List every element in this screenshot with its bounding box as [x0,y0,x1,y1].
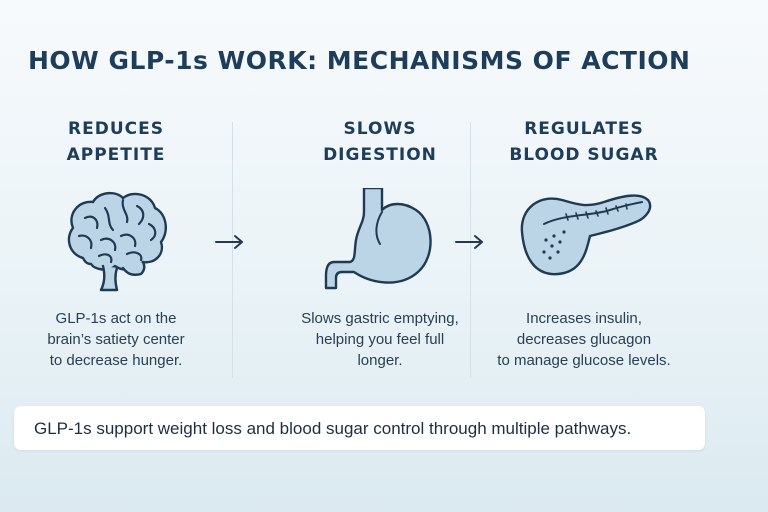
arrow-right-icon [215,235,243,249]
column-divider [232,122,233,378]
page-title: HOW GLP-1s WORK: MECHANISMS OF ACTION [28,46,691,75]
mechanism-description: Slows gastric emptying, helping you feel… [264,308,496,371]
mechanism-heading: REGULATES BLOOD SUGAR [466,116,702,172]
heading-line: SLOWS [343,119,417,139]
pancreas-icon [520,194,652,276]
description-line: Slows gastric emptying, [301,310,459,327]
description-line: GLP-1s act on the [55,310,177,327]
mechanism-description: GLP-1s act on the brain’s satiety center… [0,308,232,371]
summary-box: GLP-1s support weight loss and blood sug… [14,406,705,450]
mechanism-heading: SLOWS DIGESTION [264,116,496,172]
column-divider [470,122,471,378]
description-line: longer. [357,352,403,369]
heading-line: BLOOD SUGAR [509,145,659,165]
brain-icon [67,191,167,292]
stomach-icon [324,188,432,290]
description-line: decreases glucagon [516,331,652,348]
description-line: helping you feel full [315,331,445,348]
mechanism-description: Increases insulin, decreases glucagon to… [466,308,702,371]
description-line: Increases insulin, [526,310,642,327]
mechanism-appetite: REDUCES APPETITE GLP-1s act on the brain… [0,116,232,386]
mechanism-heading: REDUCES APPETITE [0,116,232,172]
mechanism-blood-sugar: REGULATES BLOOD SUGAR Increases insulin, [466,116,702,386]
heading-line: REGULATES [524,119,644,139]
description-line: to decrease hunger. [49,352,183,369]
summary-text: GLP-1s support weight loss and blood sug… [34,419,632,438]
heading-line: DIGESTION [323,145,437,165]
heading-line: REDUCES [68,119,164,139]
mechanism-digestion: SLOWS DIGESTION Slows gastric emptying, … [264,116,496,386]
arrow-right-icon [455,235,483,249]
heading-line: APPETITE [66,145,166,165]
description-line: to manage glucose levels. [497,352,671,369]
description-line: brain’s satiety center [47,331,185,348]
